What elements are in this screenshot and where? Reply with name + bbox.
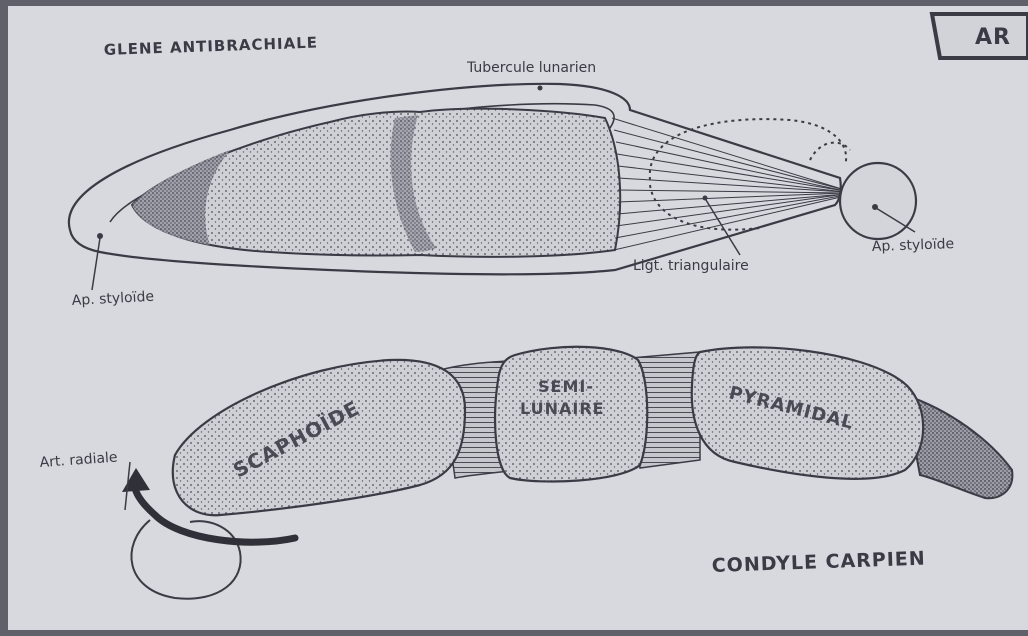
corner-label: AR [975,25,1011,50]
corner-box: AR [932,14,1028,58]
label-styloide-right: Ap. styloïde [872,236,955,255]
label-tubercule: Tubercule lunarien [466,60,596,76]
styloid-right-circle [840,163,916,239]
label-semi-line1: SEMI- [538,377,594,396]
label-semi-line2: LUNAIRE [520,399,605,418]
label-ligament: Ligt. triangulaire [633,258,749,274]
paper-background [8,6,1028,630]
